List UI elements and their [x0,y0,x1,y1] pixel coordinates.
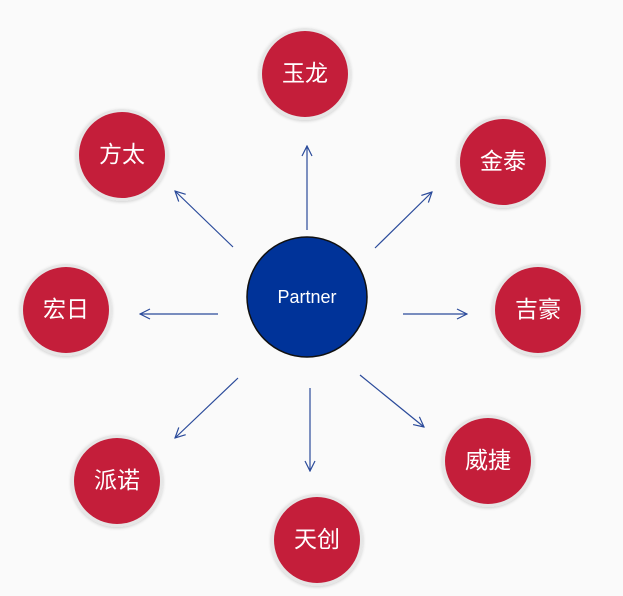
partner-1-label: 玉龙 [282,61,328,87]
center-node: Partner [246,236,368,358]
partner-8-circle [79,112,165,198]
partner-3-circle [495,267,581,353]
partner-8-node: 方太 [76,109,168,201]
partner-1-circle [262,31,348,117]
partner-3-label: 吉豪 [515,297,561,323]
partner-6-label: 派诺 [94,468,140,494]
center-label: Partner [277,287,336,307]
partner-7-label: 宏日 [43,297,89,323]
arrow-to-partner-4 [359,374,424,427]
partner-4-node: 威捷 [442,415,534,507]
arrow-to-partner-2 [374,192,432,249]
partner-4-label: 威捷 [465,448,511,474]
arrow-to-partner-6 [175,377,239,438]
partner-7-node: 宏日 [20,264,112,356]
partner-5-circle [274,497,360,583]
arrows-group [140,146,467,471]
partner-4-circle [445,418,531,504]
partner-1-node: 玉龙 [259,28,351,120]
partner-2-circle [460,119,546,205]
partner-5-node: 天创 [271,494,363,586]
partner-6-circle [74,438,160,524]
partner-6-node: 派诺 [71,435,163,527]
partner-8-label: 方太 [99,142,145,168]
partner-3-node: 吉豪 [492,264,584,356]
partner-2-node: 金泰 [457,116,549,208]
partner-2-label: 金泰 [480,149,526,175]
partner-7-circle [23,267,109,353]
arrow-to-partner-8 [175,191,234,248]
center-circle [246,236,368,358]
partner-5-label: 天创 [294,527,340,553]
